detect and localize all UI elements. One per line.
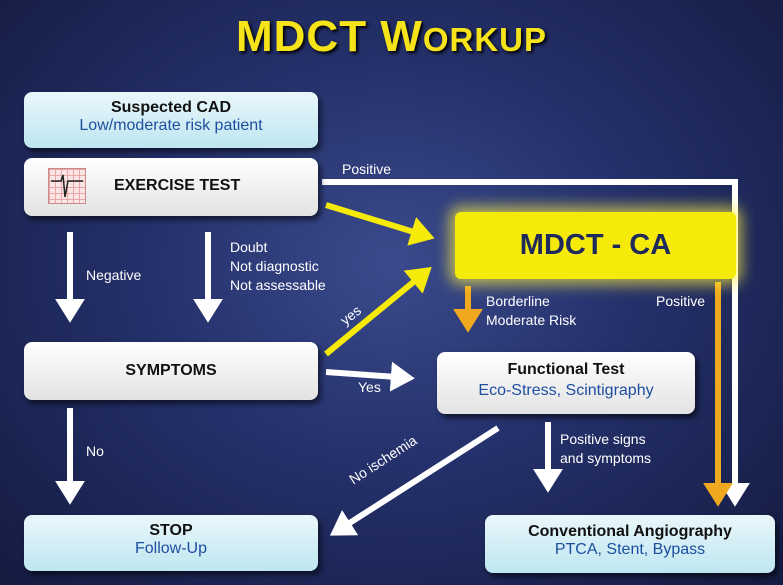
symptoms-box: SYMPTOMS: [24, 342, 318, 400]
arrow-yes-functional: [325, 361, 415, 392]
functional-test-title: Functional Test: [507, 361, 625, 378]
functional-test-box: Functional Test Eco-Stress, Scintigraphy: [437, 352, 695, 414]
arrow-positive-top: [322, 179, 750, 507]
stop-title: STOP: [149, 522, 193, 539]
suspected-cad-subtitle: Low/moderate risk patient: [79, 117, 263, 134]
page-title: MDCT WORKUP: [0, 12, 783, 62]
label-doubt: Doubt Not diagnostic Not assessable: [230, 238, 326, 295]
label-borderline-line-1: Borderline: [486, 293, 550, 309]
label-positive-top: Positive: [342, 161, 392, 177]
symptoms-title: SYMPTOMS: [125, 362, 217, 379]
title-part1: MDCT W: [235, 12, 423, 61]
label-borderline: Borderline Moderate Risk: [486, 292, 576, 330]
label-yes-right: Yes: [358, 379, 381, 395]
arrow-exercise-mdct: [325, 202, 435, 246]
mdct-ca-title: MDCT - CA: [519, 229, 672, 261]
label-no: No: [86, 443, 104, 459]
title-part2: ORKUP: [422, 21, 548, 58]
label-positive-signs: Positive signs and symptoms: [560, 430, 651, 468]
suspected-cad-title: Suspected CAD: [110, 99, 232, 116]
label-doubt-line-2: Not diagnostic: [230, 258, 319, 274]
suspected-cad-box: Suspected CAD Low/moderate risk patient: [24, 92, 318, 148]
mdct-ca-box: MDCT - CA: [455, 212, 736, 279]
angiography-title: Conventional Angiography: [528, 523, 732, 540]
label-positive-signs-line-2: and symptoms: [560, 450, 652, 466]
label-borderline-line-2: Moderate Risk: [486, 312, 577, 328]
label-negative: Negative: [86, 267, 142, 283]
angiography-subtitle: PTCA, Stent, Bypass: [554, 541, 706, 558]
arrow-yes-mdct: [324, 266, 432, 357]
functional-test-subtitle: Eco-Stress, Scintigraphy: [478, 382, 654, 399]
label-positive-signs-line-1: Positive signs: [560, 431, 646, 447]
label-doubt-line-3: Not assessable: [230, 277, 326, 293]
ecg-icon: [48, 168, 86, 204]
exercise-test-box: EXERCISE TEST: [24, 158, 318, 216]
angiography-box: Conventional Angiography PTCA, Stent, By…: [485, 515, 775, 573]
stop-subtitle: Follow-Up: [134, 540, 207, 557]
stop-box: STOP Follow-Up: [24, 515, 318, 571]
label-doubt-line-1: Doubt: [230, 239, 268, 255]
arrow-no-ischemia: [329, 425, 500, 536]
label-positive-right: Positive: [656, 293, 706, 309]
exercise-test-title: EXERCISE TEST: [114, 177, 241, 194]
